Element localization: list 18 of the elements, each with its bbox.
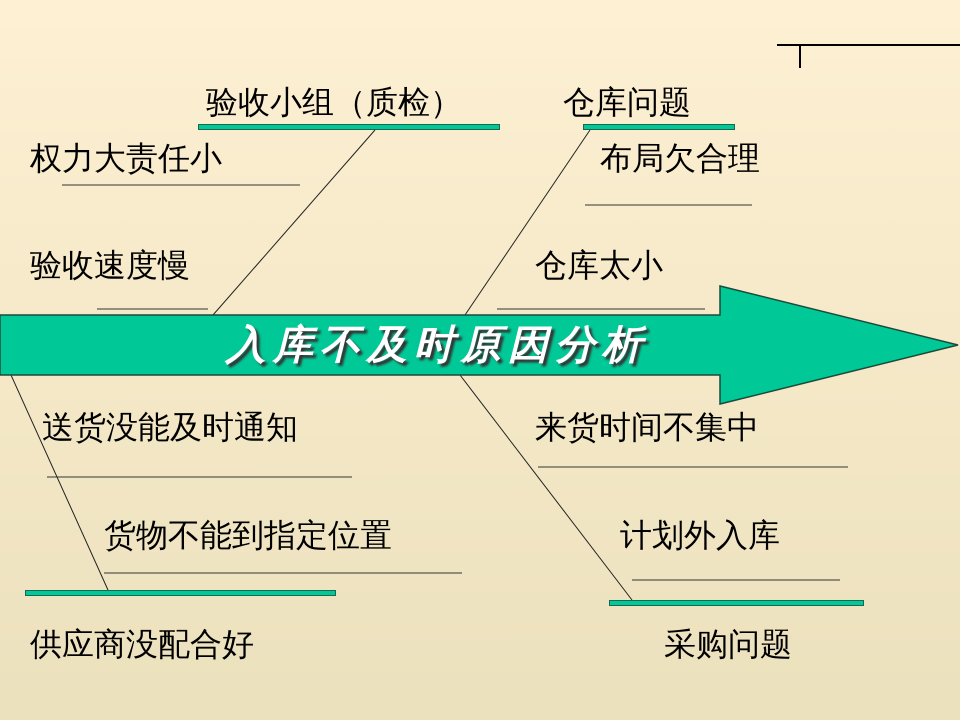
cause-label: 货物不能到指定位置: [104, 515, 392, 555]
cause-label: 布局欠合理: [600, 138, 760, 178]
category-label: 采购问题: [664, 624, 792, 664]
category-label: 供应商没配合好: [30, 624, 254, 664]
fishbone-line: [460, 374, 632, 600]
cause-label: 计划外入库: [620, 515, 780, 555]
fishbone-line: [10, 374, 108, 590]
main-arrow: [0, 285, 960, 405]
cause-label: 验收速度慢: [30, 245, 190, 285]
cause-label: 来货时间不集中: [535, 407, 759, 447]
arrow-title: 入库不及时原因分析: [226, 322, 649, 368]
fishbone-line: [464, 130, 590, 316]
cause-label: 权力大责任小: [30, 138, 222, 178]
cause-label: 送货没能及时通知: [42, 407, 298, 447]
category-label: 仓库问题: [563, 82, 691, 122]
cause-label: 仓库太小: [535, 245, 663, 285]
fishbone-line: [212, 130, 376, 316]
category-label: 验收小组（质检）: [206, 82, 462, 122]
